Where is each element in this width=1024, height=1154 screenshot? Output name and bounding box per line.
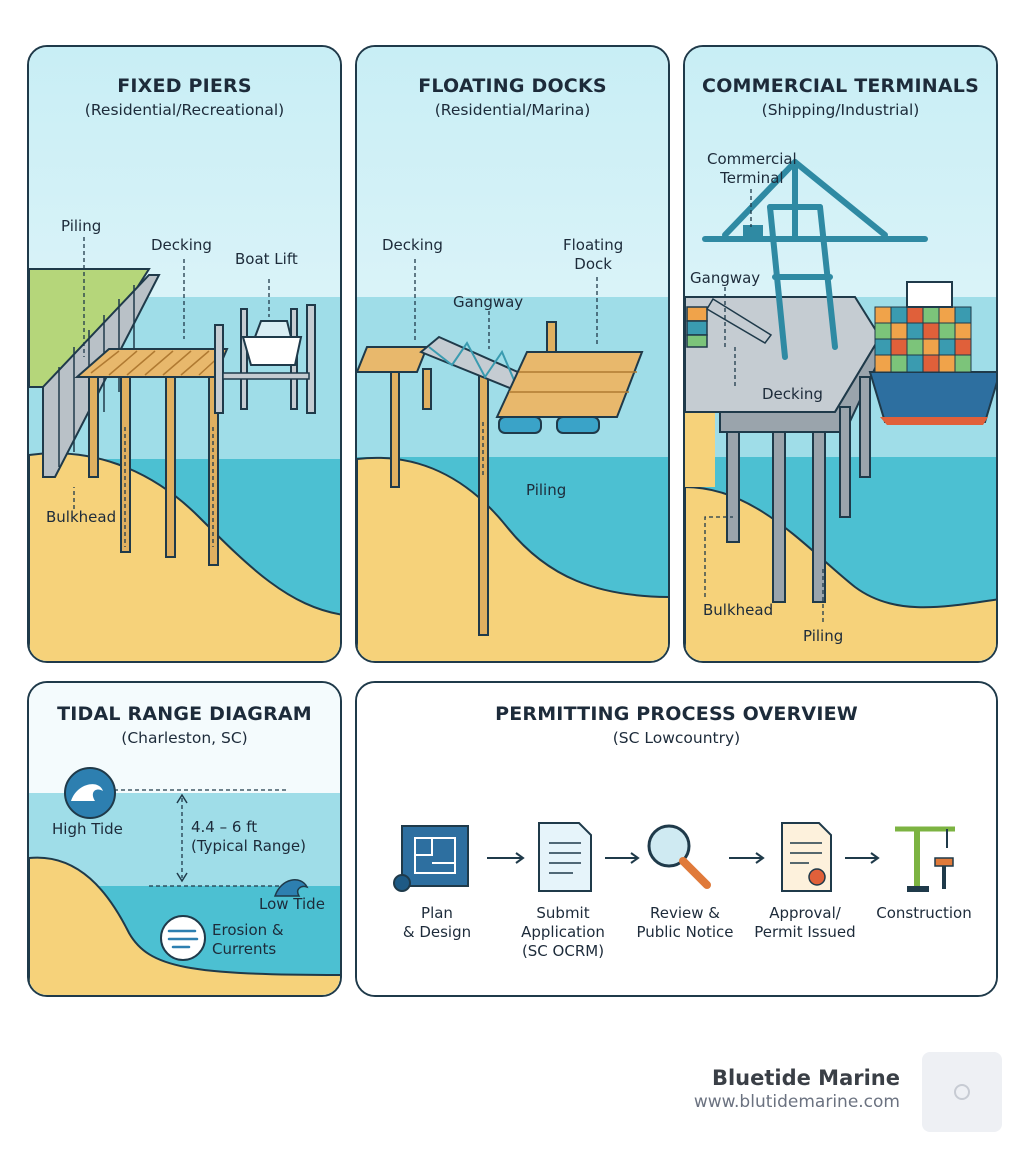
fixed-piers-panel: FIXED PIERS (Residential/Recreational) P… [27, 45, 342, 663]
panel-title: TIDAL RANGE DIAGRAM [57, 703, 312, 725]
panel-subtitle: (Charleston, SC) [121, 729, 248, 747]
brand-block: Bluetide Marine www.blutidemarine.com [694, 1066, 900, 1112]
certificate-icon [781, 822, 832, 892]
high-tide-wave-icon [64, 767, 116, 819]
magnifying-glass-icon [647, 824, 711, 889]
label-high-tide: High Tide [52, 820, 123, 838]
commercial-terminals-panel: COMMERCIAL TERMINALS (Shipping/Industria… [683, 45, 998, 663]
label-decking: Decking [762, 385, 823, 403]
label-bulkhead: Bulkhead [46, 508, 117, 526]
label-piling: Piling [61, 217, 102, 235]
blueprint-icon [393, 825, 469, 892]
panel-title: FIXED PIERS [117, 75, 252, 97]
label-commercial-terminal: Commercial Terminal [707, 150, 797, 187]
panel-title: FLOATING DOCKS [418, 75, 607, 97]
label-decking: Decking [151, 236, 212, 254]
label-range: 4.4 – 6 ft (Typical Range) [191, 818, 307, 855]
panel-title: COMMERCIAL TERMINALS [702, 75, 979, 97]
tidal-range-panel: TIDAL RANGE DIAGRAM (Charleston, SC) Hig… [27, 681, 342, 997]
step-review-notice: Review & Public Notice [636, 904, 734, 941]
label-bulkhead: Bulkhead [703, 601, 774, 619]
fixed-piers-illustration [29, 47, 340, 661]
permitting-panel: PERMITTING PROCESS OVERVIEW (SC Lowcount… [355, 681, 998, 997]
construction-crane-icon [895, 826, 955, 892]
document-icon [538, 822, 592, 892]
panel-subtitle: (Residential/Marina) [434, 101, 591, 119]
label-low-tide: Low Tide [259, 895, 325, 913]
label-erosion: Erosion & Currents [212, 921, 284, 958]
step-submit-application: Submit Application (SC OCRM) [521, 904, 605, 960]
brand-logo-icon [922, 1052, 1002, 1132]
erosion-currents-icon [160, 915, 206, 961]
floating-docks-illustration [357, 47, 668, 661]
label-piling: Piling [526, 481, 567, 499]
panel-subtitle: (SC Lowcountry) [612, 729, 741, 747]
brand-name: Bluetide Marine [711, 1066, 900, 1090]
step-approval-permit: Approval/ Permit Issued [754, 904, 856, 941]
label-gangway: Gangway [453, 293, 524, 311]
label-gangway: Gangway [690, 269, 761, 287]
label-boat-lift: Boat Lift [235, 250, 298, 268]
step-construction: Construction [876, 904, 972, 922]
flow-arrows [487, 852, 880, 864]
brand-url[interactable]: www.blutidemarine.com [693, 1092, 900, 1112]
label-floating-dock: Floating Dock [563, 236, 624, 273]
panel-title: PERMITTING PROCESS OVERVIEW [495, 703, 858, 725]
panel-subtitle: (Residential/Recreational) [84, 101, 285, 119]
floating-docks-panel: FLOATING DOCKS (Residential/Marina) Deck… [355, 45, 670, 663]
permitting-illustration [357, 683, 996, 995]
label-piling: Piling [803, 627, 844, 645]
tidal-range-illustration [29, 683, 340, 995]
step-plan-design: Plan & Design [402, 904, 472, 941]
panel-subtitle: (Shipping/Industrial) [761, 101, 920, 119]
commercial-terminals-illustration [685, 47, 996, 661]
label-decking: Decking [382, 236, 443, 254]
low-tide-wave-icon [273, 879, 309, 897]
